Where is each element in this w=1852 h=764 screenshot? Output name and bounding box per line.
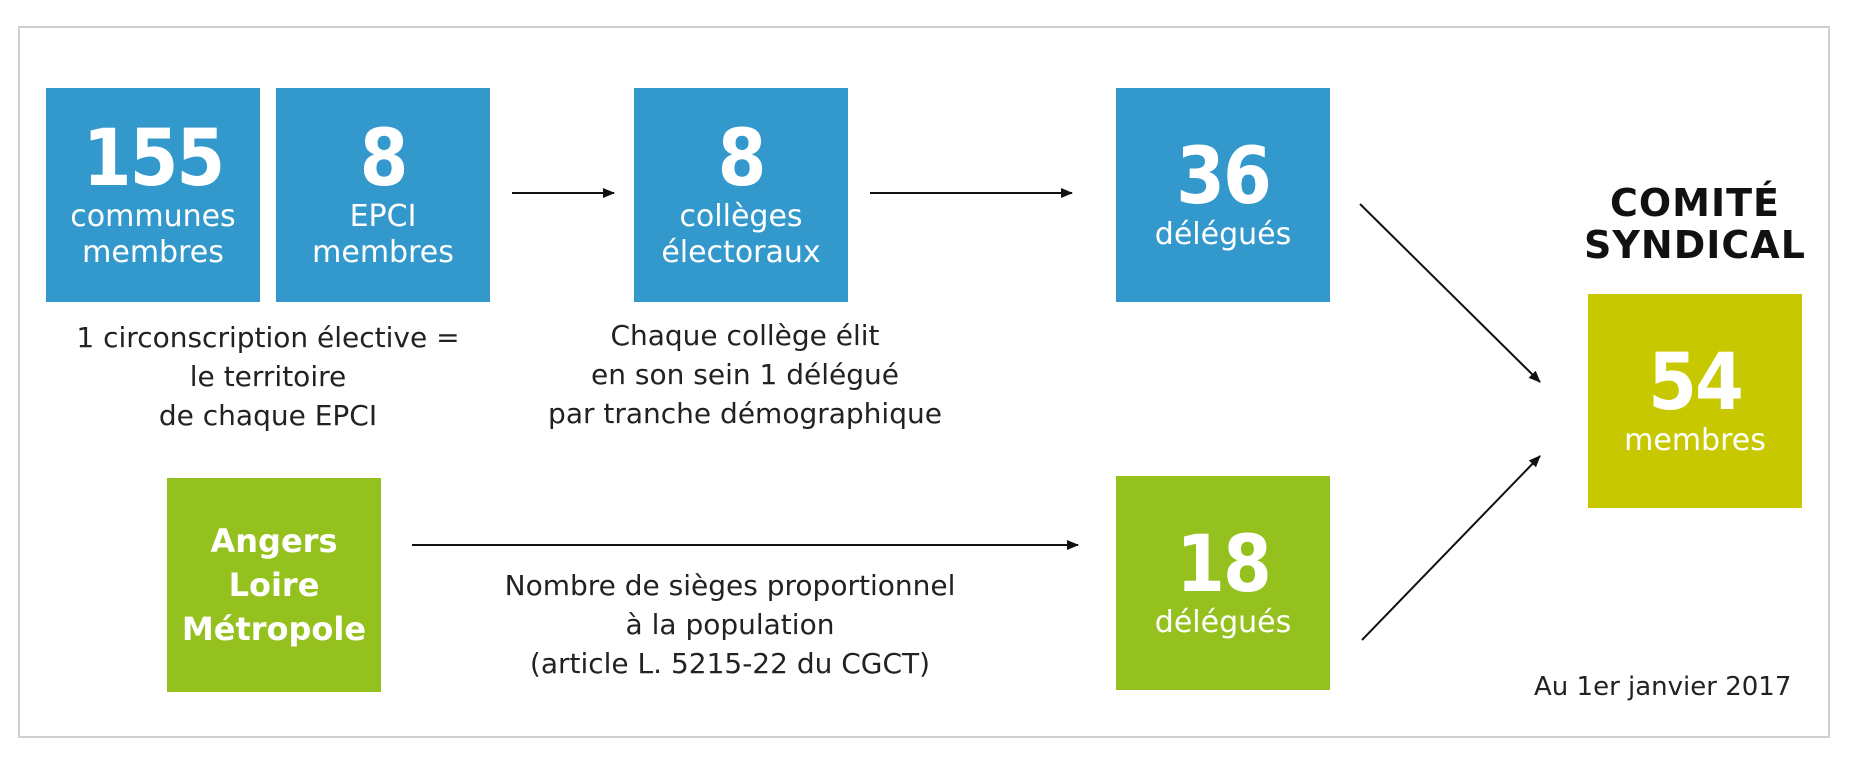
colleges-number: 8	[717, 114, 767, 204]
angers-line3: Métropole	[181, 610, 367, 648]
angers-box: Angers Loire Métropole	[167, 478, 381, 692]
comite-box: 54 membres	[1588, 294, 1802, 508]
epci-line2: membres	[312, 235, 454, 270]
circonscription-caption: 1 circonscription élective = le territoi…	[40, 318, 496, 435]
comite-label: membres	[1624, 423, 1766, 458]
caption-line: par tranche démographique	[548, 397, 942, 430]
colleges-box: 8 collèges électoraux	[634, 88, 848, 302]
epci-line1: EPCI	[349, 199, 417, 234]
caption-line: de chaque EPCI	[158, 399, 378, 432]
caption-line: (article L. 5215-22 du CGCT)	[529, 647, 931, 680]
title-line2: SYNDICAL	[1584, 223, 1806, 267]
sieges-caption: Nombre de sièges proportionnel à la popu…	[460, 566, 1000, 683]
delegues-blue-box: 36 délégués	[1116, 88, 1330, 302]
title-line1: COMITÉ	[1609, 181, 1781, 225]
delegues-green-label: délégués	[1154, 605, 1292, 640]
arrow-green-to-comite	[1361, 455, 1541, 641]
delegues-blue-label: délégués	[1154, 217, 1292, 252]
epci-box: 8 EPCI membres	[276, 88, 490, 302]
caption-line: Nombre de sièges proportionnel	[504, 569, 956, 602]
communes-number: 155	[82, 114, 225, 204]
date-note: Au 1er janvier 2017	[1534, 672, 1792, 702]
communes-line2: membres	[82, 235, 224, 270]
college-caption: Chaque collège élit en son sein 1 délégu…	[520, 316, 970, 433]
caption-line: en son sein 1 délégué	[591, 358, 899, 391]
caption-line: à la population	[625, 608, 835, 641]
comite-syndical-title: COMITÉ SYNDICAL	[1560, 182, 1830, 266]
caption-line: Chaque collège élit	[610, 319, 880, 352]
communes-box: 155 communes membres	[46, 88, 260, 302]
caption-line: le territoire	[189, 360, 347, 393]
diagram-frame	[18, 26, 1830, 738]
angers-line2: Loire	[228, 566, 320, 604]
caption-line: 1 circonscription élective =	[76, 321, 460, 354]
communes-line1: communes	[70, 199, 236, 234]
epci-number: 8	[359, 114, 409, 204]
angers-line1: Angers	[210, 522, 338, 560]
delegues-blue-number: 36	[1176, 132, 1272, 222]
delegues-green-box: 18 délégués	[1116, 476, 1330, 690]
colleges-line2: électoraux	[661, 235, 821, 270]
comite-number: 54	[1648, 338, 1744, 428]
delegues-green-number: 18	[1176, 520, 1272, 610]
arrow-blue-to-comite	[1359, 203, 1541, 383]
colleges-line1: collèges	[679, 199, 803, 234]
